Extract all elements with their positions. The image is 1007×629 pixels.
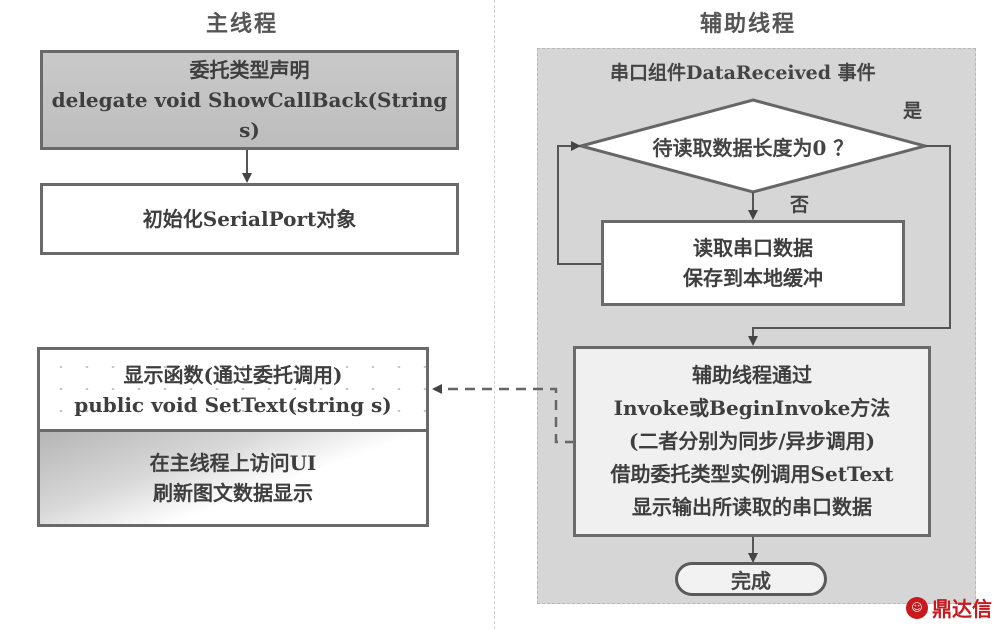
arrow-yes-to-invoke	[748, 145, 951, 346]
arrow-loop-back	[557, 141, 602, 265]
decision-no-label: 否	[790, 194, 810, 216]
display-function-body: 在主线程上访问UI 刷新图文数据显示	[40, 432, 426, 524]
read-box-line2: 保存到本地缓冲	[683, 266, 823, 290]
invoke-box-line5: 显示输出所读取的串口数据	[632, 495, 872, 519]
invoke-box-line1: 辅助线程通过	[692, 363, 812, 387]
invoke-box-line2: Invoke或BeginInvoke方法	[613, 396, 891, 420]
delegate-declaration-box: 委托类型声明 delegate void ShowCallBack(String…	[40, 50, 459, 150]
read-serial-data-box: 读取串口数据 保存到本地缓冲	[601, 220, 905, 306]
thread-separator	[494, 0, 495, 629]
display-function-header: 显示函数(通过委托调用) public void SetText(string …	[40, 350, 426, 432]
display-header-line2: public void SetText(string s)	[74, 392, 392, 417]
display-body-line2: 刷新图文数据显示	[153, 481, 313, 505]
display-function-box: 显示函数(通过委托调用) public void SetText(string …	[37, 347, 429, 527]
done-terminal: 完成	[675, 562, 827, 596]
display-header-line1: 显示函数(通过委托调用)	[123, 362, 343, 387]
main-thread-title: 主线程	[206, 11, 279, 37]
display-body-line1: 在主线程上访问UI	[149, 451, 317, 475]
read-box-line1: 读取串口数据	[693, 236, 813, 260]
invoke-box-line4: 借助委托类型实例调用SetText	[610, 462, 894, 486]
watermark-text: 鼎达信	[932, 597, 992, 621]
dashed-arrow-invoke-to-display	[432, 384, 575, 444]
watermark-logo: ☺ 鼎达信	[906, 593, 992, 622]
logo-icon: ☺	[906, 596, 928, 619]
aux-thread-title: 辅助线程	[700, 11, 797, 37]
done-terminal-text: 完成	[731, 568, 771, 593]
init-serialport-box: 初始化SerialPort对象	[40, 183, 459, 255]
invoke-box: 辅助线程通过 Invoke或BeginInvoke方法 (二者分别为同步/异步调…	[573, 346, 931, 537]
init-box-text: 初始化SerialPort对象	[142, 207, 357, 231]
delegate-box-line1: 委托类型声明	[189, 58, 310, 82]
decision-yes-label: 是	[903, 100, 923, 122]
delegate-box-line2: delegate void ShowCallBack(String s)	[51, 88, 448, 142]
invoke-box-line3: (二者分别为同步/异步调用)	[628, 429, 876, 453]
panel-title: 串口组件DataReceived 事件	[610, 62, 876, 84]
decision-text: 待读取数据长度为0 ？	[652, 136, 854, 160]
